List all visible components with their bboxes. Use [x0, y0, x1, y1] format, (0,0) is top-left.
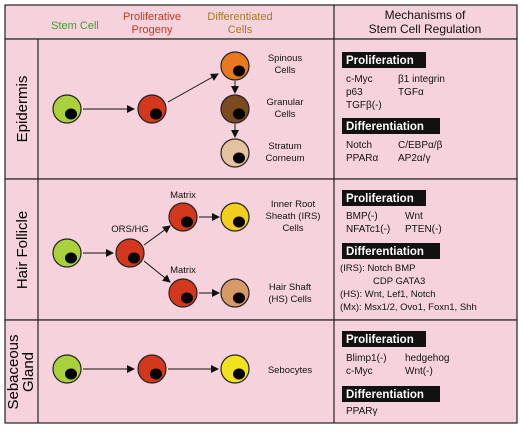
epidermis-progeny-cell [137, 94, 167, 124]
epidermis-differentiation-title: Differentiation [346, 121, 424, 133]
matrix-top-label: Matrix [170, 190, 196, 201]
arrow [143, 225, 171, 246]
hair-follicle-panel [4, 178, 518, 321]
epidermis-proliferation-box [342, 52, 426, 68]
header-differentiated-line2: Cells [228, 24, 253, 36]
hair-prolif-item: BMP(-) [346, 211, 378, 222]
sebaceous-progeny-cell [137, 354, 167, 384]
hair-differentiation-title: Differentiation [346, 246, 424, 258]
hair-diff-item: (HS): Wnt, Lef1, Notch [340, 289, 436, 300]
hair-diff-item: (IRS): Notch BMP [340, 263, 416, 274]
hair-proliferation-title: Proliferation [346, 193, 414, 205]
row-label-epidermis: Epidermis [14, 76, 31, 143]
sebaceous-proliferation-title: Proliferation [346, 334, 414, 346]
irs-cell [220, 202, 250, 232]
corneum-cell [220, 138, 250, 168]
hair-diff-item: CDP GATA3 [373, 276, 425, 287]
granular-label-line2: Cells [274, 109, 295, 120]
header-differentiated-line1: Differentiated [207, 11, 272, 23]
epidermis-diff-item: AP2α/γ [398, 153, 430, 164]
irs-label-line1: Inner Root [271, 199, 316, 210]
ors-hg-cell [115, 238, 145, 268]
hair-proliferation-box [342, 190, 426, 206]
matrix-cell-top [168, 202, 198, 232]
hair-prolif-item: PTEN(-) [405, 224, 442, 235]
matrix-bottom-label: Matrix [170, 265, 196, 276]
header-stem-cell: Stem Cell [51, 20, 99, 32]
header-progeny-line1: Proliferative [123, 11, 181, 23]
hair-diff-item: (Mx): Msx1/2, Ovo1, Foxn1, Shh [340, 302, 477, 313]
sebaceous-diff-item: PPARγ [346, 406, 378, 417]
sebaceous-stem-cell [52, 354, 82, 384]
epidermis-diff-item: C/EBPα/β [398, 140, 443, 151]
hs-label-line2: (HS) Cells [268, 294, 312, 305]
hair-differentiation-box [342, 243, 440, 259]
sebaceous-prolif-item: c-Myc [346, 366, 373, 377]
granular-label-line1: Granular [267, 97, 304, 108]
epidermis-diff-item: PPARα [346, 153, 378, 164]
header-mechanisms-line2: Stem Cell Regulation [369, 22, 482, 36]
epidermis-prolif-item: β1 integrin [398, 74, 445, 85]
irs-label-line3: Cells [282, 223, 303, 234]
sebaceous-proliferation-box [342, 331, 426, 347]
epidermis-proliferation-title: Proliferation [346, 55, 414, 67]
hair-prolif-item: Wnt [405, 211, 423, 222]
sebaceous-differentiation-title: Differentiation [346, 389, 424, 401]
spinous-label-line2: Cells [274, 65, 295, 76]
row-label-hair-follicle: Hair Follicle [14, 211, 31, 289]
hair-shaft-cell [220, 278, 250, 308]
header-mechanisms-line1: Mechanisms of [385, 8, 466, 22]
row-label-sebaceous-line1: Sebaceous [5, 334, 22, 409]
arrow [143, 260, 171, 283]
hair-prolif-item: NFATc1(-) [346, 224, 390, 235]
hs-label-line1: Hair Shaft [269, 282, 312, 293]
epidermis-prolif-item: c-Myc [346, 74, 373, 85]
sebaceous-panel [4, 319, 518, 424]
sebaceous-prolif-item: Wnt(-) [405, 366, 433, 377]
header-progeny-line2: Progeny [132, 24, 173, 36]
epidermis-panel [4, 38, 518, 180]
spinous-label-line1: Spinous [268, 53, 303, 64]
hair-follicle-stem-cell [52, 238, 82, 268]
arrow [167, 73, 219, 103]
spinous-cell [220, 51, 250, 81]
irs-label-line2: Sheath (IRS) [266, 211, 321, 222]
header-panel [4, 4, 518, 40]
epidermis-differentiation-box [342, 118, 440, 134]
epidermis-prolif-item: TGFα [398, 87, 424, 98]
sebaceous-prolif-item: hedgehog [405, 353, 450, 364]
sebaceous-differentiation-box [342, 386, 440, 402]
sebocyte-cell [220, 354, 250, 384]
granular-cell [220, 94, 250, 124]
epidermis-prolif-item: TGFβ(-) [346, 100, 382, 111]
epidermis-prolif-item: p63 [346, 87, 363, 98]
ors-hg-label: ORS/HG [111, 224, 148, 235]
epidermis-stem-cell [52, 94, 82, 124]
epidermis-diff-item: Notch [346, 140, 372, 151]
sebaceous-prolif-item: Blimp1(-) [346, 353, 387, 364]
corneum-label-line2: Corneum [265, 153, 304, 164]
row-label-sebaceous-line2: Gland [20, 352, 37, 392]
corneum-label-line1: Stratum [268, 141, 301, 152]
matrix-cell-bottom [168, 278, 198, 308]
sebocytes-label: Sebocytes [268, 365, 313, 376]
